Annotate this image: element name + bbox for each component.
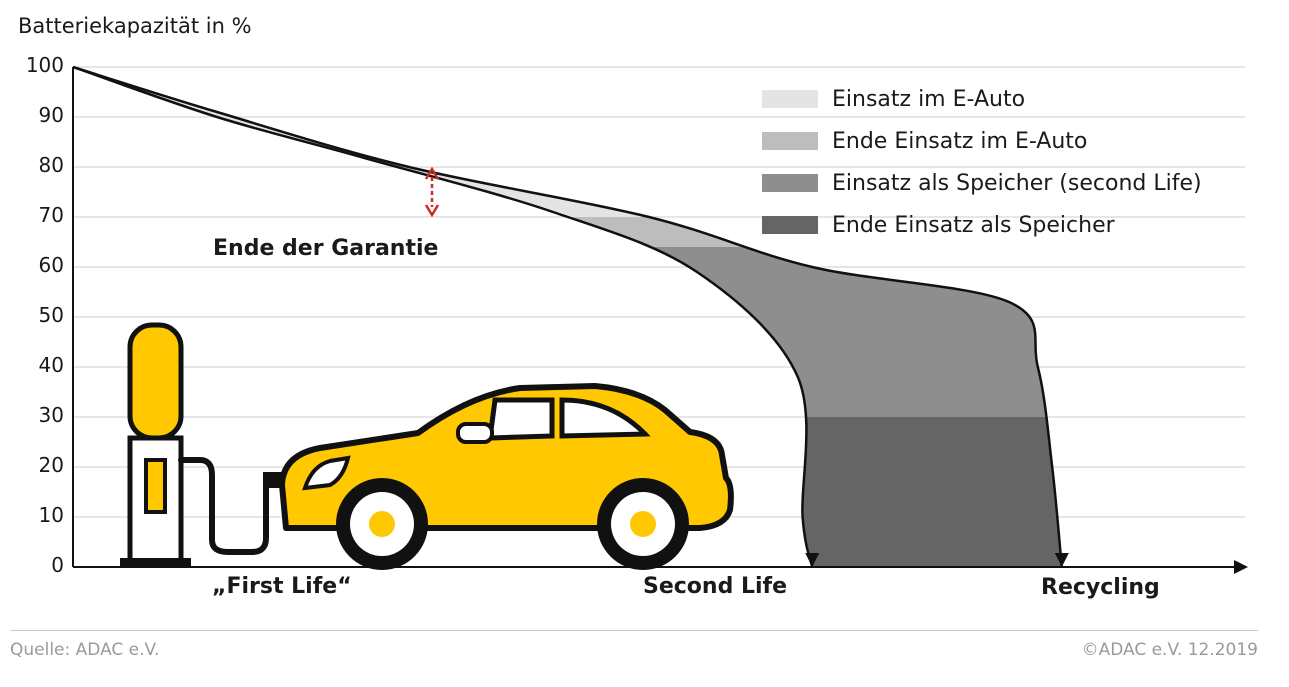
car-icon — [279, 383, 734, 570]
charging-station-icon — [120, 322, 293, 566]
y-axis-title: Batteriekapazität in % — [18, 14, 252, 38]
x-category-recycling: Recycling — [1041, 575, 1160, 600]
arrowhead — [1054, 553, 1069, 567]
y-tick-label: 60 — [38, 253, 64, 277]
grid-lines — [73, 66, 1245, 518]
garantie-arrowhead — [424, 166, 440, 180]
footer-divider — [10, 630, 1258, 631]
legend-swatch — [762, 174, 818, 192]
y-tick-label: 70 — [38, 203, 64, 227]
legend-swatch — [762, 90, 818, 108]
y-tick-label: 40 — [38, 353, 64, 377]
capacity-curves — [72, 65, 1069, 568]
annotation-ende-der-garantie: Ende der Garantie — [213, 236, 439, 261]
y-tick-label: 30 — [38, 403, 64, 427]
garantie-arrow — [424, 166, 440, 218]
series-line — [72, 65, 1064, 568]
copyright-note: ©ADAC e.V. 12.2019 — [1081, 640, 1258, 660]
legend-swatch — [762, 216, 818, 234]
source-note: Quelle: ADAC e.V. — [10, 640, 160, 660]
y-tick-label: 50 — [38, 303, 64, 327]
y-tick-label: 80 — [38, 153, 64, 177]
arrowhead — [805, 553, 820, 567]
legend: Einsatz im E-Auto Ende Einsatz im E-Auto… — [762, 78, 1202, 246]
y-tick-label: 90 — [38, 103, 64, 127]
car-illustration — [120, 322, 734, 570]
legend-label: Ende Einsatz als Speicher — [832, 212, 1115, 238]
legend-label: Einsatz im E-Auto — [832, 86, 1026, 112]
legend-item: Ende Einsatz als Speicher — [762, 204, 1202, 246]
garantie-arrowhead — [424, 204, 440, 218]
legend-label: Einsatz als Speicher (second Life) — [832, 170, 1202, 196]
y-tick-label: 20 — [38, 453, 64, 477]
band-fill — [73, 247, 1062, 417]
y-tick-label: 100 — [25, 53, 64, 77]
series-line — [72, 65, 814, 568]
legend-label: Ende Einsatz im E-Auto — [832, 128, 1088, 154]
legend-swatch — [762, 132, 818, 150]
x-category-first-life: „First Life“ — [212, 574, 352, 599]
y-tick-label: 0 — [51, 553, 64, 577]
legend-item: Einsatz als Speicher (second Life) — [762, 162, 1202, 204]
y-tick-label: 10 — [38, 503, 64, 527]
x-category-second-life: Second Life — [643, 574, 788, 599]
legend-item: Ende Einsatz im E-Auto — [762, 120, 1202, 162]
x-axis-arrow — [1234, 560, 1248, 574]
legend-item: Einsatz im E-Auto — [762, 78, 1202, 120]
